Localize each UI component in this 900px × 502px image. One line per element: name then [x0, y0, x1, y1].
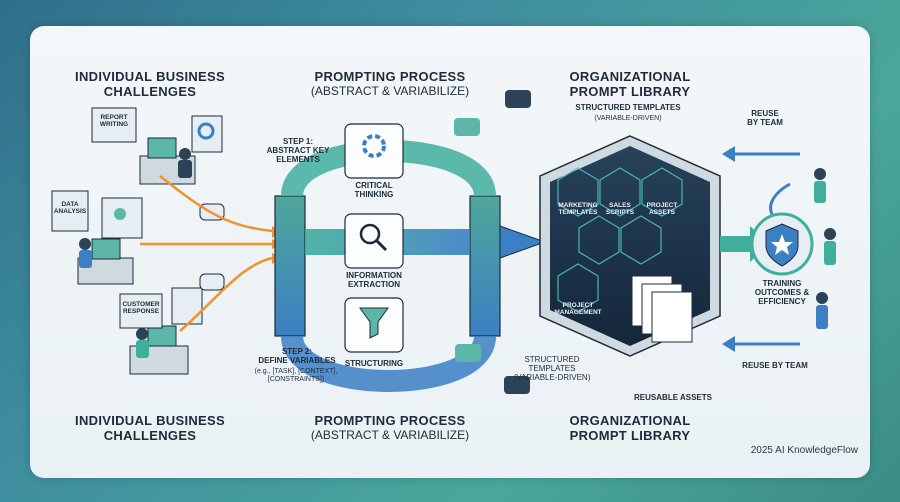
reusable-assets-label: REUSABLE ASSETS — [634, 393, 712, 402]
reuse-arrows — [735, 152, 800, 346]
screen-customer-label: CUSTOMER RESPONSE — [122, 301, 160, 316]
documents-stack — [631, 275, 693, 343]
step1-label: STEP 1: ABSTRACT KEY ELEMENTS — [266, 137, 330, 164]
hex-marketing-label: MARKETING TEMPLATES — [558, 202, 598, 217]
training-shield-icon — [750, 212, 814, 276]
chat-icons-top — [454, 90, 531, 136]
library-hexagon — [539, 135, 721, 357]
worker-report-icon — [91, 107, 223, 185]
card-critical-label: CRITICAL THINKING — [354, 181, 394, 199]
templates-bottom-label: STRUCTURED TEMPLATES (VARIABLE-DRIVEN) — [513, 355, 591, 382]
screen-data-label: DATA ANALYSIS — [53, 201, 87, 216]
screen-report-label: REPORT WRITING — [99, 114, 129, 129]
reuse-top-label: REUSE BY TEAM — [747, 109, 783, 127]
templates-top-sub: (VARIABLE-DRIVEN) — [594, 115, 662, 122]
card-structuring — [344, 297, 404, 353]
card-critical-thinking — [344, 123, 404, 179]
hex-sales-label: SALES SCRIPTS — [605, 202, 635, 217]
hex-project-management-label: PROJECT MANAGEMENT — [554, 302, 602, 317]
right-title-bottom: ORGANIZATIONAL PROMPT LIBRARY — [569, 413, 691, 443]
team-members-icon — [814, 168, 836, 329]
input-arrows — [140, 175, 273, 332]
middle-title-top: PROMPTING PROCESS — [314, 69, 466, 84]
card-info-label: INFORMATION EXTRACTION — [346, 271, 402, 289]
worker-data-icon — [51, 190, 143, 285]
middle-subtitle-top: (ABSTRACT & VARIABILIZE) — [310, 84, 470, 98]
left-title-bottom: INDIVIDUAL BUSINESS CHALLENGES — [75, 413, 225, 443]
training-label: TRAINING OUTCOMES & EFFICIENCY — [754, 279, 810, 306]
templates-top-label: STRUCTURED TEMPLATES — [575, 103, 681, 112]
middle-title-bottom: PROMPTING PROCESS — [314, 413, 466, 428]
worker-customer-icon — [119, 287, 203, 375]
diagram-panel: INDIVIDUAL BUSINESS CHALLENGES INDIVIDUA… — [30, 26, 870, 478]
diagram-artwork — [51, 90, 836, 394]
step2-label: STEP 2: DEFINE VARIABLES — [258, 347, 336, 365]
middle-subtitle-bottom: (ABSTRACT & VARIABILIZE) — [310, 428, 470, 442]
copyright-text: 2025 AI KnowledgeFlow — [750, 445, 858, 456]
hex-project-assets-label: PROJECT ASSETS — [646, 202, 678, 217]
chat-icons-bottom — [455, 344, 530, 394]
right-title-top: ORGANIZATIONAL PROMPT LIBRARY — [569, 69, 691, 99]
card-structuring-label: STRUCTURING — [344, 359, 404, 368]
card-information-extraction — [344, 213, 404, 269]
reuse-bottom-label: REUSE BY TEAM — [742, 361, 808, 370]
left-title-top: INDIVIDUAL BUSINESS CHALLENGES — [75, 69, 225, 99]
step2-detail: (e.g., [TASK], [CONTEXT], [CONSTRAINTS]) — [254, 368, 338, 383]
